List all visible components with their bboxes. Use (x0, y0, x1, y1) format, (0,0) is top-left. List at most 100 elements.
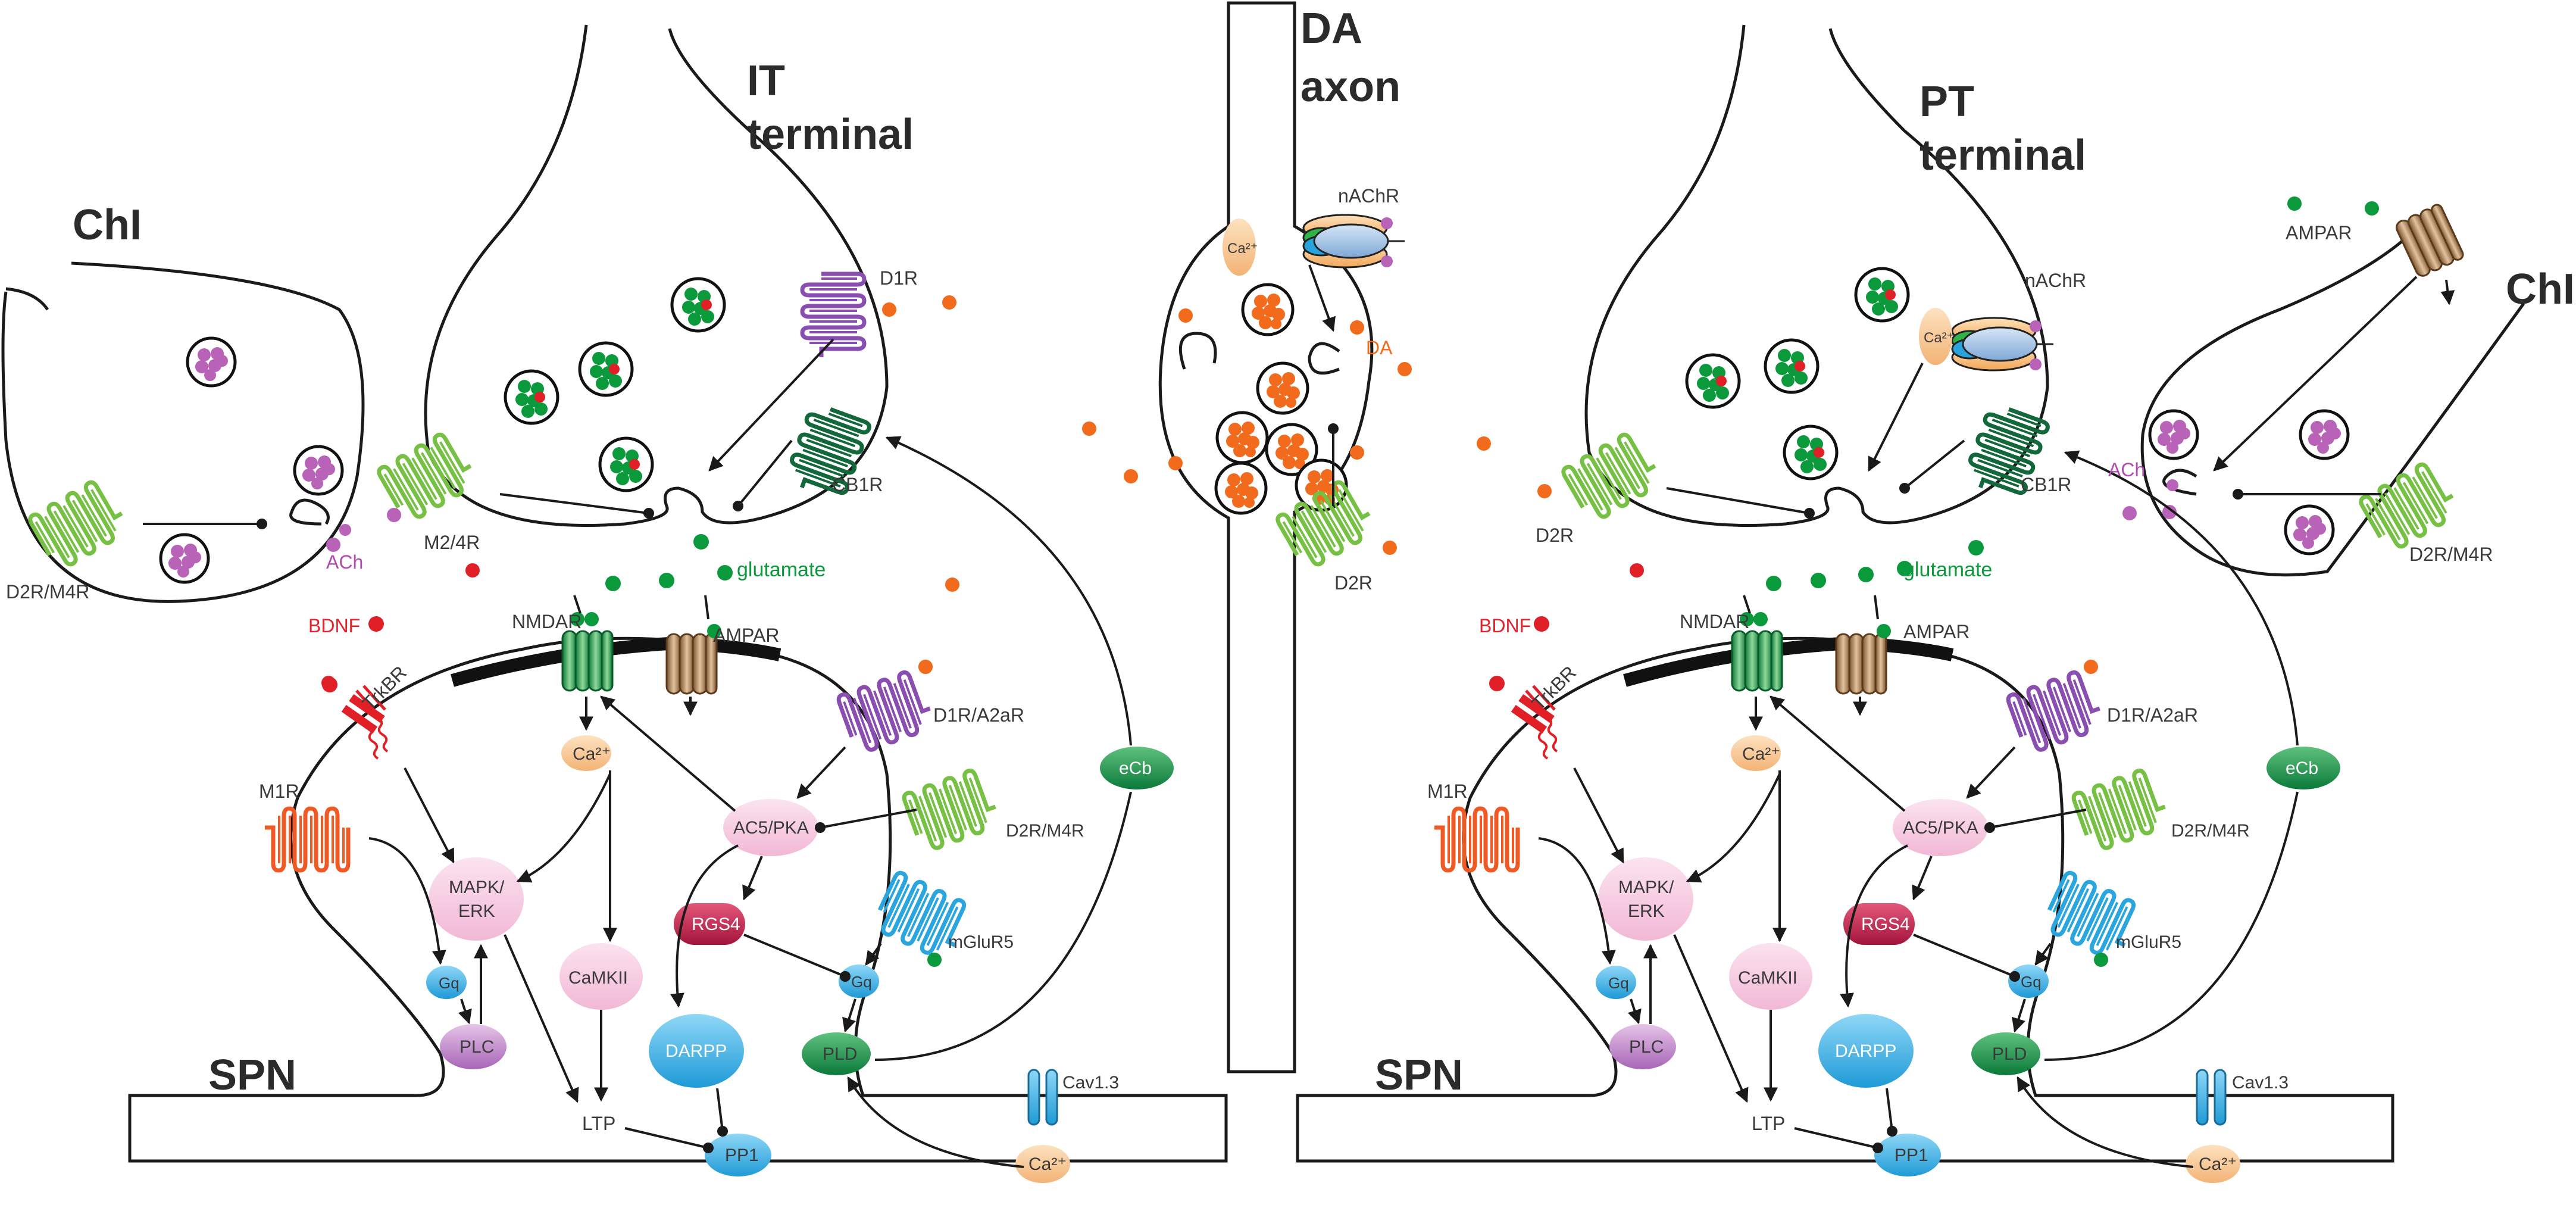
plc-label-left: PLC (459, 1037, 494, 1057)
m1r-receptor-right (1434, 809, 1518, 870)
d1r-a2ar-receptor-right (2006, 668, 2106, 755)
glutamate-vesicle (1687, 355, 1739, 407)
ltp-label-right: LTP (1752, 1113, 1785, 1134)
nmdar-channel-right (1731, 630, 1783, 692)
ampar-label-right: AMPAR (1903, 621, 1969, 642)
pld-node-left (802, 1032, 871, 1075)
gq-label-right-a: Gq (1608, 974, 1629, 992)
gq-node-left-a (426, 966, 467, 999)
ach-vesicle (161, 535, 208, 582)
gq-label-left-a: Gq (439, 974, 459, 992)
bdnf-label-right: BDNF (1479, 615, 1531, 636)
pld-label-left: PLD (823, 1044, 857, 1064)
d2r-m4r-receptor-spn-left (902, 766, 1002, 853)
nachr-label-pt: nAChR (2025, 270, 2086, 291)
ach-vesicle (2300, 411, 2348, 458)
da-title-line2: axon (1300, 63, 1400, 111)
ac5-pka-node-right (1893, 799, 1988, 856)
rgs4-label-right: RGS4 (1861, 915, 1910, 934)
d1r-receptor-it (802, 274, 864, 357)
nmdar-label-right: NMDAR (1680, 611, 1749, 632)
glutamate-vesicle (672, 279, 724, 331)
glutamate-vesicle (580, 343, 632, 395)
nachr-label-da: nAChR (1338, 185, 1399, 207)
mapk-label-right-1: MAPK/ (1618, 878, 1674, 897)
mapk-label-left-2: ERK (458, 901, 495, 921)
glutamate-vesicle (1784, 426, 1837, 479)
ca-pill-right-bottom (2186, 1145, 2240, 1183)
nmdar-channel-left (561, 630, 614, 692)
pt-title-line2: terminal (1920, 132, 2086, 179)
gq-label-left-b: Gq (851, 973, 872, 991)
da-label: DA (1366, 337, 1393, 358)
d1r-a2ar-receptor-left (837, 668, 936, 755)
m1r-receptor-left (265, 809, 348, 870)
plc-node-right (1609, 1024, 1676, 1069)
darpp-node-right (1818, 1014, 1914, 1088)
right-panel (1296, 24, 2525, 1183)
camkii-node-left (559, 943, 643, 1010)
cav13-channel-left (1027, 1069, 1058, 1126)
glutamate-vesicle (600, 438, 652, 491)
ca-pill-da (1223, 219, 1256, 276)
glutamate-vesicle (1765, 340, 1818, 392)
it-title-line2: terminal (747, 111, 914, 158)
da-title-line1: DA (1300, 5, 1362, 52)
nmdar-label-left: NMDAR (512, 611, 582, 632)
d2r-m4r-receptor-spn-right (2072, 766, 2171, 853)
glutamate-label-right: glutamate (1903, 558, 1992, 581)
ampar-channel-chi (2393, 202, 2466, 279)
camkii-node-right (1729, 943, 1812, 1010)
spn-left-membrane (128, 636, 1228, 1163)
ac5-pka-node-left (723, 799, 818, 856)
d2r-m4r-label-spn-left: D2R/M4R (1006, 821, 1084, 841)
ca-label-da: Ca²⁺ (1227, 241, 1258, 257)
pp1-label-right: PP1 (1895, 1146, 1928, 1165)
d1r-label-it: D1R (880, 267, 918, 289)
cav13-label-left: Cav1.3 (1062, 1073, 1119, 1093)
da-vesicle (1217, 413, 1267, 463)
cb1r-label-it: CB1R (832, 474, 883, 495)
mapk-erk-node-left (429, 857, 524, 941)
chi-title-left: ChI (73, 201, 142, 249)
mapk-label-right-2: ERK (1628, 901, 1665, 921)
ach-label-right: ACh (2108, 459, 2145, 480)
ca-pill-right (1731, 735, 1781, 771)
ecb-node-left (1100, 747, 1174, 789)
pp1-node-right (1874, 1134, 1941, 1176)
d2r-label-pt: D2R (1536, 525, 1574, 546)
d1r-a2ar-label-right: D1R/A2aR (2107, 704, 2198, 726)
ampar-channel-left (665, 633, 718, 695)
ach-vesicle (187, 338, 235, 386)
pld-label-right: PLD (1992, 1044, 2027, 1064)
ampar-label-left: AMPAR (713, 625, 779, 646)
bdnf-label-left: BDNF (308, 615, 360, 636)
d2r-m4r-label-chi-left: D2R/M4R (6, 581, 89, 603)
da-vesicle (1216, 463, 1266, 513)
mapk-erk-node-right (1598, 857, 1693, 941)
da-axon-membrane (1158, 1, 1374, 1073)
pt-terminal-membrane (1584, 24, 2049, 527)
d2r-m4r-label-spn-right: D2R/M4R (2171, 821, 2250, 841)
da-vesicle (1243, 285, 1293, 335)
pp1-label-left: PP1 (725, 1146, 759, 1165)
ecb-label-left: eCb (1119, 759, 1152, 778)
ca-label-right-bottom: Ca²⁺ (2199, 1154, 2237, 1174)
d2r-m4r-label-chi-right: D2R/M4R (2409, 544, 2493, 565)
nachr-channel-da (1302, 214, 1406, 269)
d2r-m4r-receptor-chi-left (28, 476, 131, 572)
d2r-label-da: D2R (1334, 572, 1373, 594)
ampar-channel-right (1835, 633, 1887, 695)
d1r-a2ar-label-left: D1R/A2aR (933, 704, 1024, 726)
mapk-label-left-1: MAPK/ (449, 878, 505, 897)
spn-title-right: SPN (1375, 1051, 1463, 1099)
gq-label-right-b: Gq (2021, 973, 2042, 991)
chi-neuron-left-membrane (1, 261, 365, 603)
chi-neuron-right-membrane (2140, 213, 2525, 577)
ecb-node-right (2266, 747, 2340, 789)
mglur5-label-right: mGluR5 (2116, 932, 2181, 952)
ca-label-left: Ca²⁺ (573, 744, 611, 764)
pt-title-line1: PT (1920, 78, 1974, 126)
chi-title-right: ChI (2506, 266, 2575, 313)
